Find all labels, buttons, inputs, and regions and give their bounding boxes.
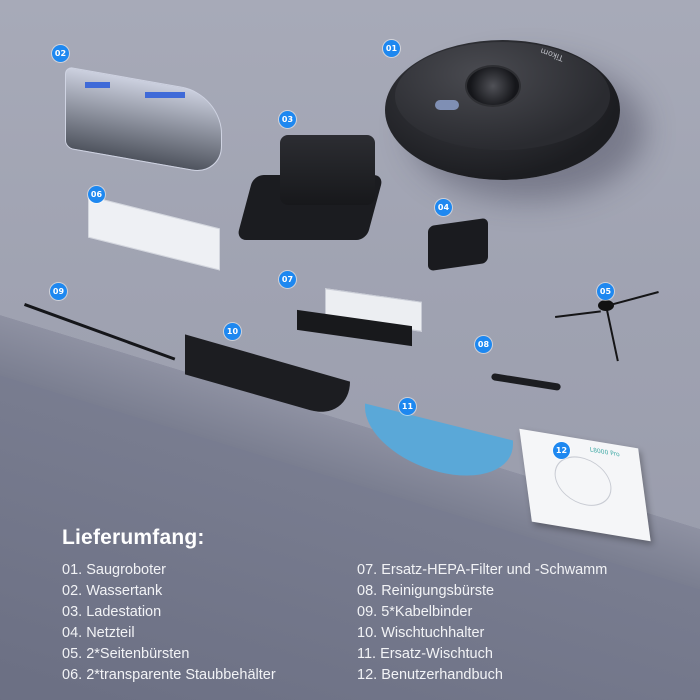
badge-09: 09 bbox=[50, 283, 67, 300]
tank-accent bbox=[145, 92, 185, 98]
badge-10: 10 bbox=[224, 323, 241, 340]
badge-04: 04 bbox=[435, 199, 452, 216]
charging-station-image bbox=[280, 135, 375, 205]
list-item: 10. Wischtuchhalter bbox=[357, 625, 485, 641]
list-item: 09. 5*Kabelbinder bbox=[357, 604, 473, 620]
list-item: 12. Benutzerhandbuch bbox=[357, 667, 503, 683]
list-item: 11. Ersatz-Wischtuch bbox=[357, 646, 493, 662]
badge-06: 06 bbox=[88, 186, 105, 203]
badge-12: 12 bbox=[553, 442, 570, 459]
robot-buttons bbox=[435, 100, 459, 110]
list-item: 03. Ladestation bbox=[62, 604, 162, 620]
badge-11: 11 bbox=[399, 398, 416, 415]
badge-05: 05 bbox=[597, 283, 614, 300]
power-adapter-image bbox=[428, 217, 488, 272]
list-item: 02. Wassertank bbox=[62, 583, 163, 599]
badge-01: 01 bbox=[383, 40, 400, 57]
list-item: 04. Netzteil bbox=[62, 625, 135, 641]
contents-list-right: 07. Ersatz-HEPA-Filter und -Schwamm 08. … bbox=[357, 560, 607, 686]
list-item: 07. Ersatz-HEPA-Filter und -Schwamm bbox=[357, 562, 608, 578]
badge-08: 08 bbox=[475, 336, 492, 353]
side-brush-image bbox=[598, 300, 614, 311]
manual-model: L8000 Pro bbox=[589, 446, 621, 459]
contents-heading: Lieferumfang: bbox=[62, 526, 205, 549]
tank-accent bbox=[85, 82, 110, 88]
manual-robot-drawing bbox=[551, 452, 615, 511]
list-item: 06. 2*transparente Staubbehälter bbox=[62, 667, 276, 683]
contents-list-left: 01. Saugroboter 02. Wassertank 03. Lades… bbox=[62, 560, 276, 686]
badge-03: 03 bbox=[279, 111, 296, 128]
list-item: 05. 2*Seitenbürsten bbox=[62, 646, 190, 662]
badge-02: 02 bbox=[52, 45, 69, 62]
list-item: 01. Saugroboter bbox=[62, 562, 167, 578]
list-item: 08. Reinigungsbürste bbox=[357, 583, 495, 599]
badge-07: 07 bbox=[279, 271, 296, 288]
lidar-turret bbox=[465, 65, 521, 107]
